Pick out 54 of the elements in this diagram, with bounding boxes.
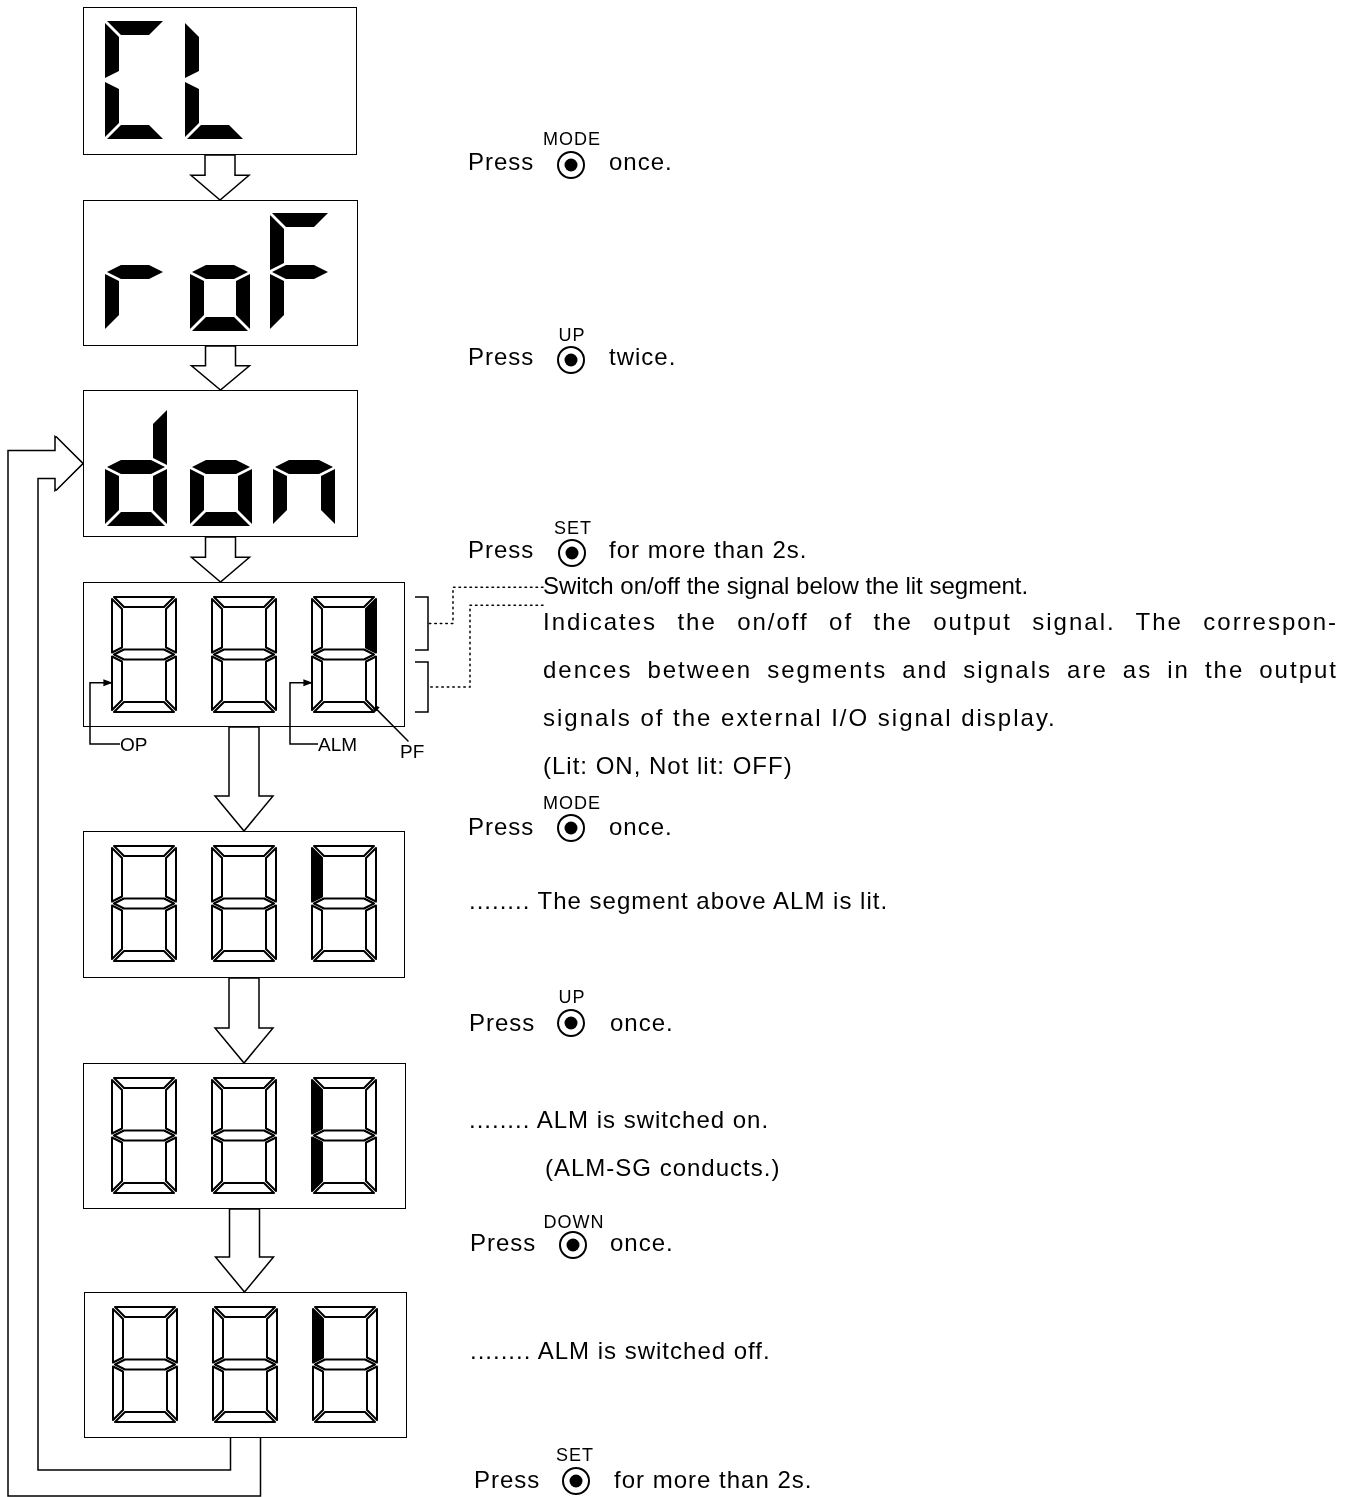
instruction-text: Press [468, 538, 535, 562]
leader-line [289, 679, 319, 745]
callout-label: PF [400, 741, 425, 761]
instruction-text: once. [610, 1011, 674, 1035]
return-arrow [7, 434, 262, 1497]
bracket [414, 661, 429, 713]
note-text: (Lit: ON, Not lit: OFF) [543, 754, 793, 778]
button-label: MODE [543, 794, 601, 812]
instruction-text: once. [609, 815, 673, 839]
instruction-text: Press [469, 1011, 536, 1035]
leader-line [89, 679, 121, 745]
note-text: (ALM-SG conducts.) [545, 1156, 781, 1180]
instruction-text: for more than 2s. [614, 1468, 813, 1492]
leader-line [427, 604, 544, 688]
note-text: ........ ALM is switched off. [470, 1339, 771, 1363]
instruction-text: Press [468, 150, 535, 174]
display-segment [364, 655, 377, 711]
leader-line [427, 586, 544, 625]
instruction-text: Press [468, 345, 535, 369]
button-label: SET [556, 1446, 594, 1464]
flow-arrow [213, 977, 275, 1065]
instruction-text: Press [474, 1468, 541, 1492]
instruction-text: once. [609, 150, 673, 174]
button-label: UP [558, 988, 586, 1006]
flow-arrow [213, 726, 275, 833]
instruction-text: once. [610, 1231, 674, 1255]
description-text: Indicates the on/off of the output signal. The correspon- dences between segments and signals are as in the output signals of the external I/O signal display. [543, 598, 1338, 742]
flow-arrow [213, 1208, 276, 1294]
instruction-text: for more than 2s. [609, 538, 808, 562]
led-display [83, 582, 405, 727]
flow-arrow [188, 154, 252, 201]
flow-arrow [189, 345, 252, 391]
led-display [83, 831, 405, 978]
button-label: MODE [543, 130, 601, 148]
description-text: Switch on/off the signal below the lit segment. [543, 574, 1029, 598]
callout-label: OP [120, 734, 148, 754]
display-segment [310, 655, 323, 711]
callout-label: ALM [318, 734, 358, 754]
flow-arrow [189, 536, 252, 583]
display-segment [110, 655, 123, 711]
note-text: ........ The segment above ALM is lit. [469, 889, 889, 913]
led-display [83, 200, 358, 346]
led-display [83, 7, 357, 155]
button-label: SET [554, 519, 592, 537]
led-display [83, 390, 358, 537]
button-label: UP [558, 326, 586, 344]
note-text: ........ ALM is switched on. [469, 1108, 770, 1132]
instruction-text: Press [468, 815, 535, 839]
button-label: DOWN [543, 1213, 605, 1231]
instruction-text: Press [470, 1231, 537, 1255]
bracket [414, 596, 429, 651]
led-display [83, 1063, 406, 1209]
led-display [84, 1292, 407, 1438]
instruction-text: twice. [609, 345, 677, 369]
